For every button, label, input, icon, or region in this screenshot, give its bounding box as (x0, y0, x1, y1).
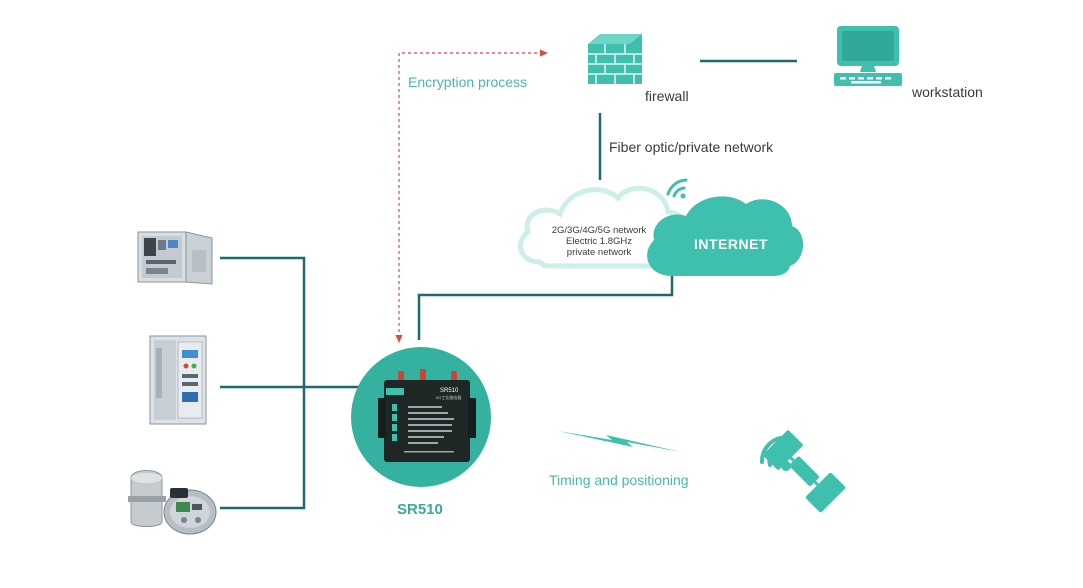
brick-wall-icon (588, 34, 642, 84)
cloud-line-2: Electric 1.8GHz (566, 236, 632, 247)
workstation-label: workstation (912, 84, 983, 100)
cloud-line-3: private network (566, 247, 632, 258)
fiber-network-label: Fiber optic/private network (609, 139, 774, 155)
internet-cloud-icon (647, 196, 804, 276)
cloud-line-1: 2G/3G/4G/5G network (551, 225, 647, 236)
device-name-label: SR510 (397, 501, 443, 518)
timing-positioning-label: Timing and positioning (549, 472, 689, 488)
desktop-computer-icon (834, 26, 902, 86)
device-sub-text: 5G工业路由器 (436, 394, 461, 400)
internet-label: INTERNET (694, 236, 768, 252)
sr510-router-icon: SR510 5G工业路由器 (351, 347, 491, 487)
firewall-label: firewall (645, 88, 689, 104)
electrical-cabinet-icon (137, 231, 213, 285)
meter-box-icon (128, 470, 217, 535)
encryption-arrow-head (540, 49, 548, 57)
encryption-process-label: Encryption process (408, 74, 528, 90)
satellite-icon (759, 430, 846, 513)
device-to-internet-line (417, 270, 674, 340)
device-brand-text: SR510 (440, 388, 459, 394)
cloud-network-text: 2G/3G/4G/5G network Electric 1.8GHz priv… (546, 225, 652, 258)
lightning-icon (558, 431, 681, 452)
electrical-panel-icon (149, 335, 207, 425)
encryption-dashed-line (398, 52, 543, 338)
wifi-signal-icon (666, 178, 688, 199)
encryption-arrow-head-down (395, 335, 403, 343)
cabinet-connection-lines (220, 256, 362, 510)
